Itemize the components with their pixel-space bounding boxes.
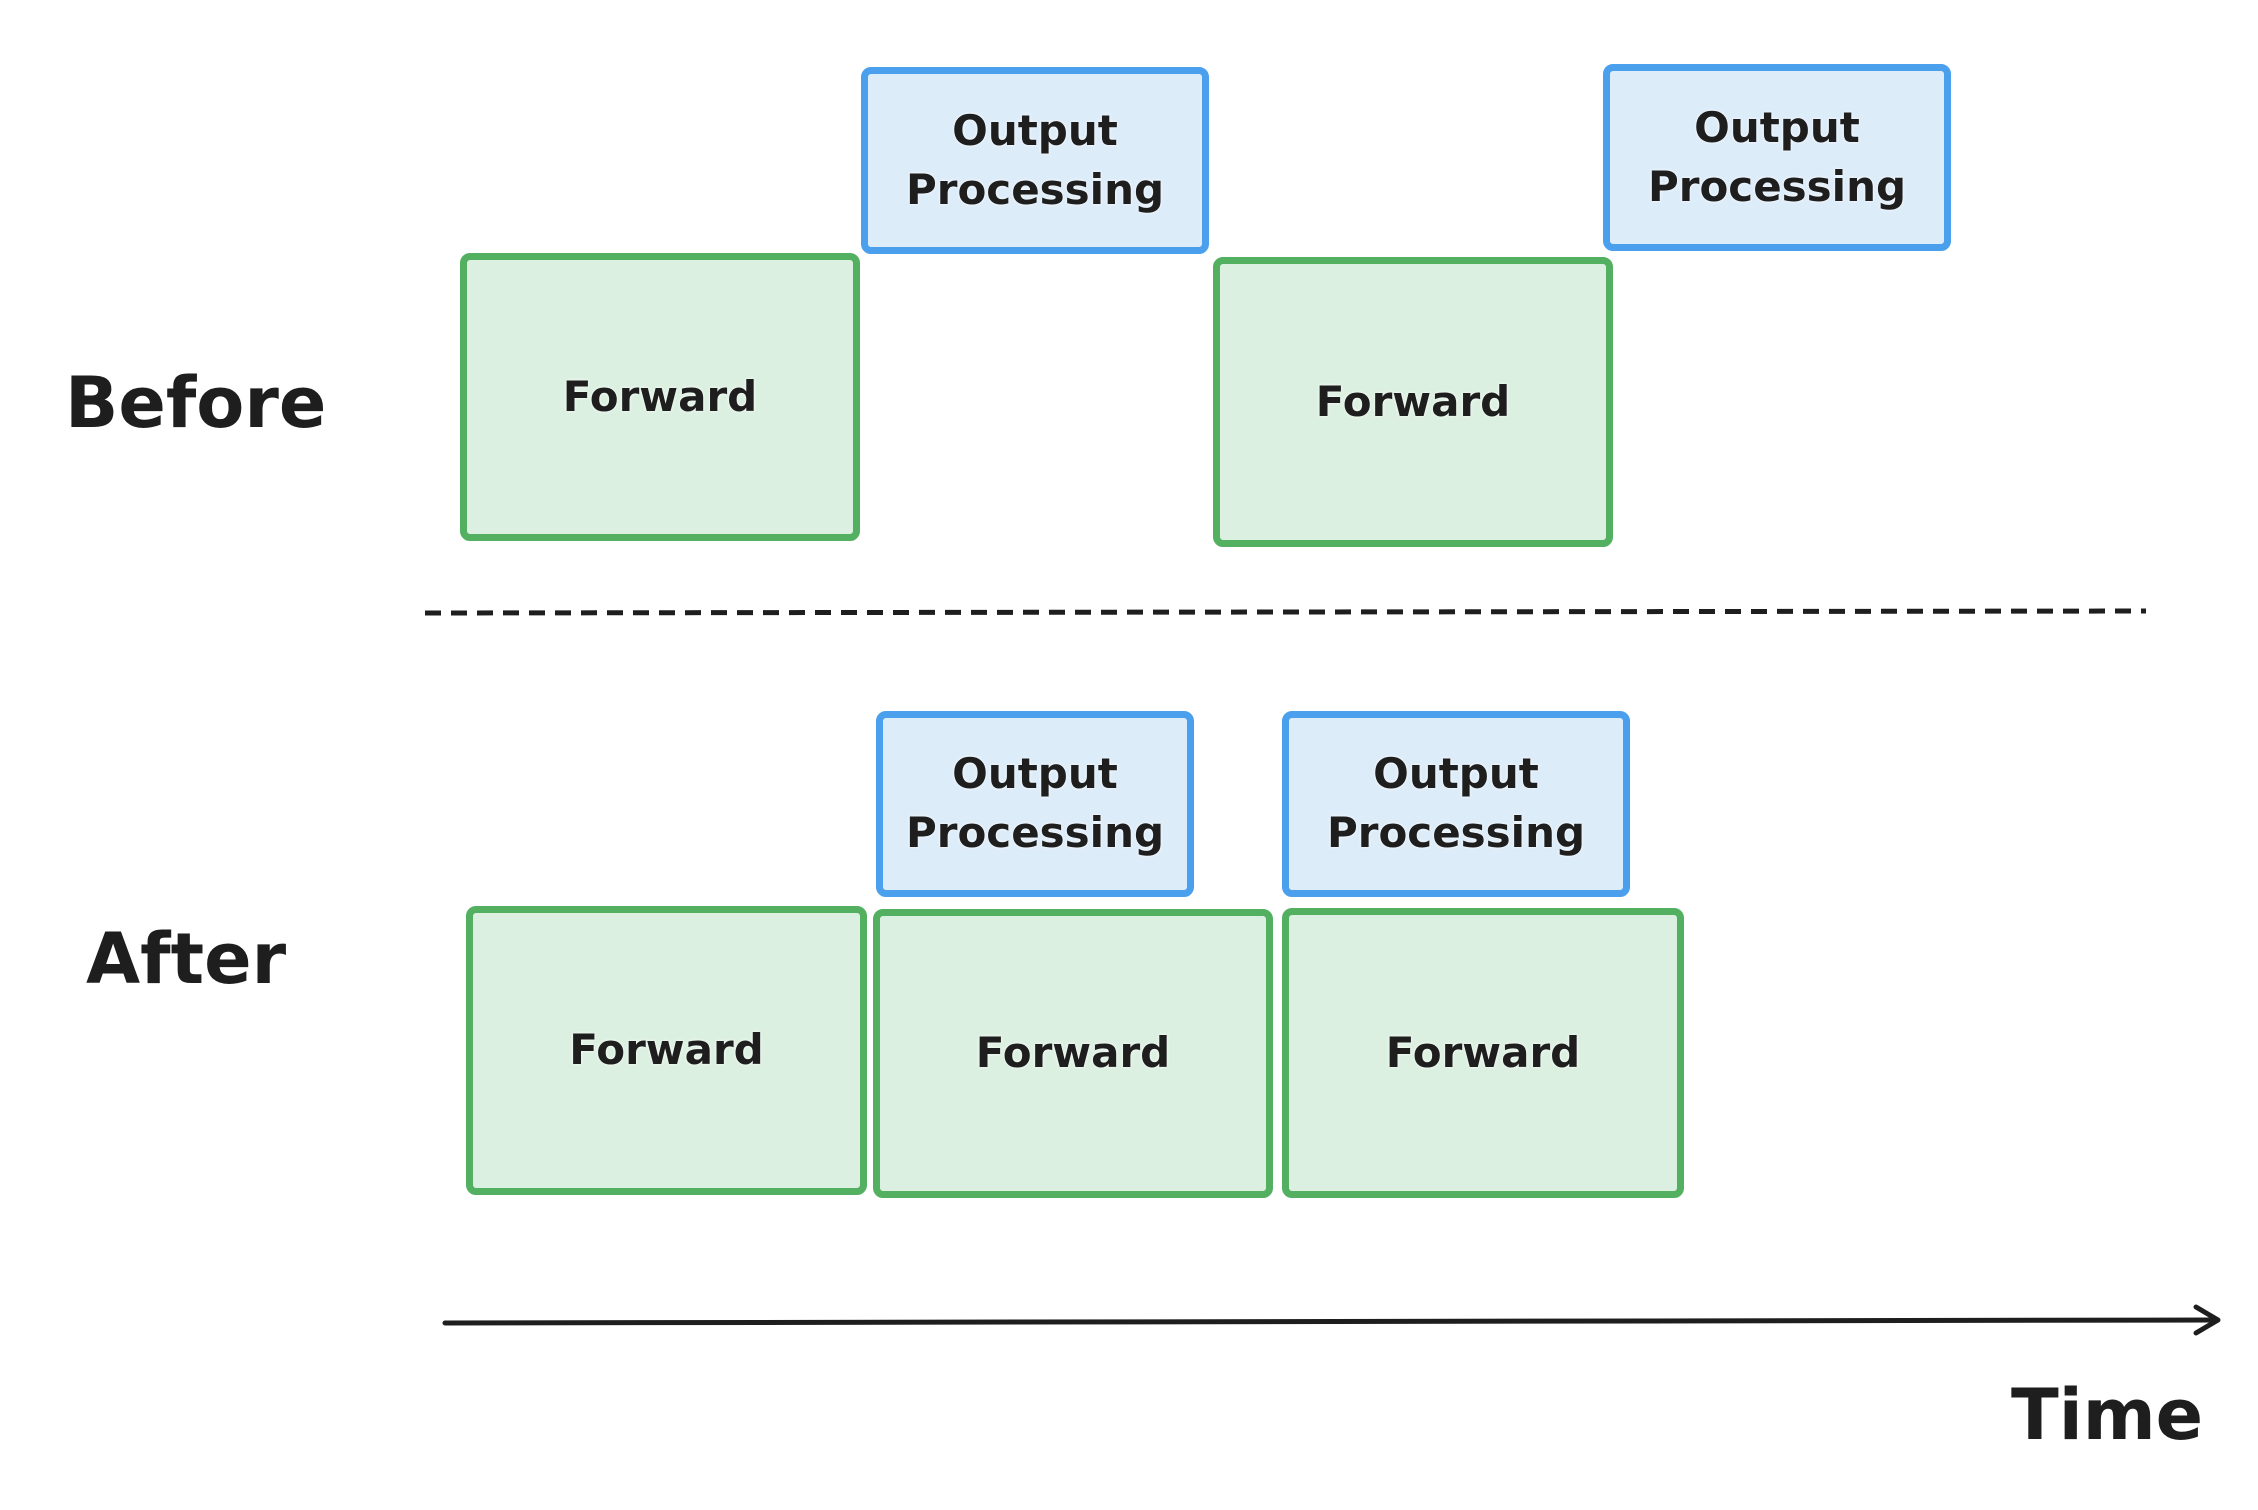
block-label: Forward	[1385, 1027, 1581, 1077]
after-forward-block-2: Forward	[873, 909, 1273, 1198]
block-label: Forward	[569, 1025, 764, 1075]
after-output-block-1: Output Processing	[876, 711, 1194, 897]
row-label-before: Before	[65, 362, 327, 444]
block-label: Output Processing	[905, 105, 1165, 214]
block-label: Forward	[1315, 376, 1511, 426]
before-output-block-2: Output Processing	[1603, 64, 1951, 251]
after-forward-block-3: Forward	[1282, 908, 1684, 1198]
before-output-block-1: Output Processing	[861, 67, 1209, 254]
before-forward-block-1: Forward	[460, 253, 860, 541]
block-label: Forward	[975, 1028, 1171, 1078]
before-forward-block-2: Forward	[1213, 257, 1613, 547]
row-label-after: After	[86, 918, 287, 1000]
block-label: Output Processing	[1326, 749, 1586, 857]
block-label: Output Processing	[905, 749, 1165, 857]
after-output-block-2: Output Processing	[1282, 711, 1630, 897]
time-axis-arrow	[442, 1304, 2221, 1336]
after-forward-block-1: Forward	[466, 906, 867, 1195]
time-axis-label: Time	[2011, 1374, 2204, 1456]
block-label: Forward	[562, 371, 758, 421]
block-label: Output Processing	[1647, 102, 1907, 211]
